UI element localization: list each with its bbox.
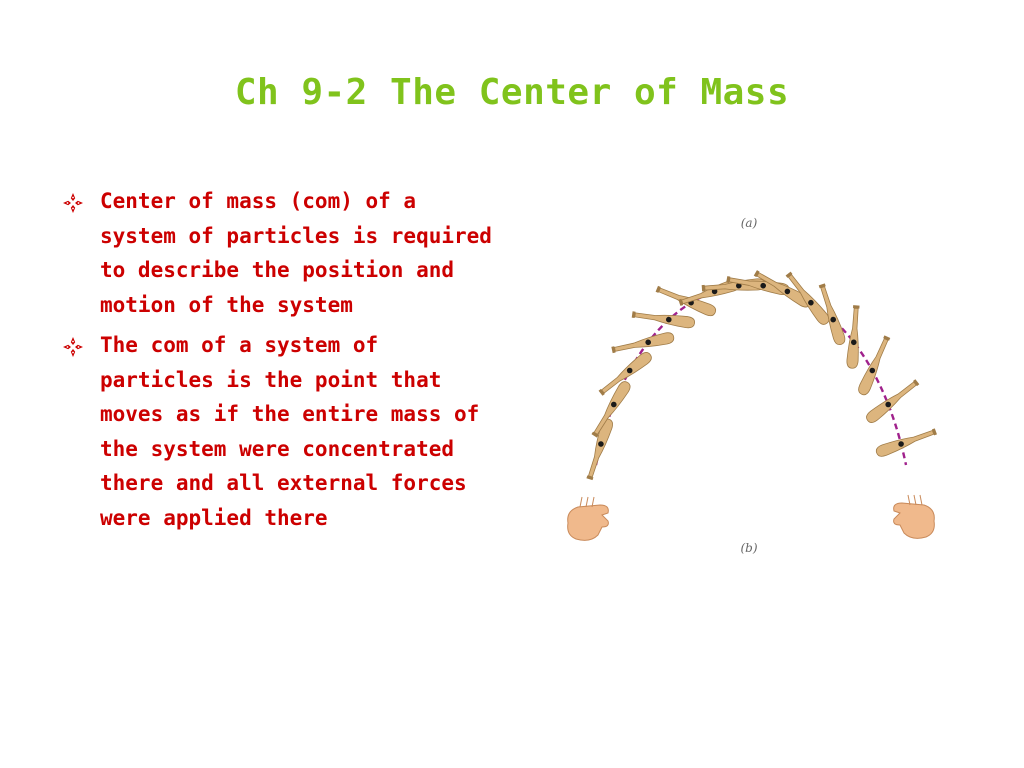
com-dot [850, 339, 857, 346]
bullet-list: Center of mass (com) of a system of part… [62, 184, 502, 541]
bullet-item: The com of a system of particles is the … [62, 328, 502, 535]
com-dot [736, 282, 742, 289]
diamond-bullet-icon [63, 337, 83, 357]
bullet-text: Center of mass (com) of a system of part… [100, 189, 492, 317]
com-dot [784, 288, 791, 295]
bat-trajectory-figure: (a) (b) [556, 205, 946, 560]
com-dot [626, 367, 633, 374]
com-dot [885, 401, 892, 408]
bat-icon [875, 428, 937, 457]
com-dot [711, 288, 718, 295]
bullet-text: The com of a system of particles is the … [100, 333, 480, 530]
bats-group [586, 270, 937, 481]
bullet-item: Center of mass (com) of a system of part… [62, 184, 502, 322]
com-dot [808, 299, 814, 306]
com-dot [645, 339, 651, 346]
figure-label-a: (a) [741, 216, 758, 230]
com-trajectory-curve [594, 284, 908, 466]
bat-icon [858, 335, 891, 396]
bat-icon [818, 283, 846, 346]
bat-trajectory-diagram: (a) (b) [567, 216, 937, 555]
com-dot [610, 401, 617, 408]
bat-icon [586, 418, 613, 481]
com-dot [760, 282, 766, 289]
right-hand-icon [893, 494, 935, 539]
bat-icon [611, 332, 675, 354]
bat-icon [591, 381, 631, 438]
bat-icon [785, 271, 830, 325]
diamond-bullet-icon [63, 193, 83, 213]
bat-icon [846, 305, 860, 369]
com-dot [598, 441, 604, 447]
bat-icon [866, 379, 920, 423]
figure-label-b: (b) [740, 541, 757, 555]
com-dot [898, 441, 904, 447]
bat-icon [631, 311, 696, 329]
com-dot [869, 367, 876, 374]
com-dot [666, 316, 672, 323]
left-hand-icon [567, 496, 609, 541]
bat-icon [598, 352, 652, 396]
slide-title: Ch 9-2 The Center of Mass [234, 72, 790, 113]
com-dot [830, 316, 837, 323]
